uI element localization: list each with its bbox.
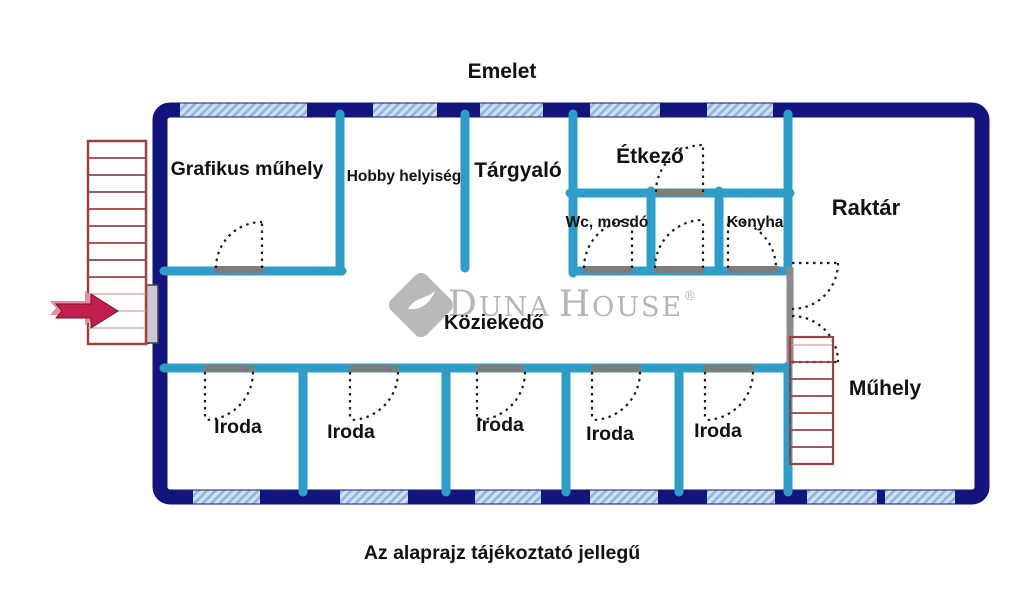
room-label-iroda-2: Iroda xyxy=(327,421,375,443)
room-label-iroda-5: Iroda xyxy=(694,420,742,442)
window xyxy=(480,104,543,117)
door-opening xyxy=(214,266,264,273)
door-iroda-3 xyxy=(476,365,525,420)
room-label-targyalo: Tárgyaló xyxy=(474,159,562,182)
window xyxy=(590,104,660,117)
window xyxy=(707,491,775,504)
door-swing-arc xyxy=(350,372,398,420)
registered-mark: ® xyxy=(683,289,698,304)
room-label-grafikus-muhely: Grafikus műhely xyxy=(171,158,324,180)
door-opening xyxy=(704,365,754,372)
room-label-iroda-4: Iroda xyxy=(586,423,634,445)
door-iroda-2 xyxy=(349,365,398,420)
door-swing-arc xyxy=(477,372,525,420)
window xyxy=(475,491,541,504)
door-opening xyxy=(583,266,633,273)
room-label-muhely: Műhely xyxy=(849,377,922,400)
page-title: Emelet xyxy=(468,60,537,83)
door-iroda-5 xyxy=(704,365,754,420)
door-swing-arc xyxy=(216,222,262,268)
staircase-outline xyxy=(790,337,833,464)
room-label-wc-mosdo: Wc, mosdó xyxy=(566,214,649,231)
door-opening xyxy=(656,189,704,196)
door-swing-arc xyxy=(592,372,640,420)
watermark-part: OUSE xyxy=(592,292,683,323)
window xyxy=(193,491,260,504)
door-opening xyxy=(204,365,254,372)
room-label-hobby-helyiseg: Hobby helyiség xyxy=(347,168,462,185)
window xyxy=(807,491,877,504)
room-label-konyha: Konyha xyxy=(727,214,784,231)
room-label-iroda-3: Iroda xyxy=(476,414,524,436)
door-opening xyxy=(654,266,704,273)
internal-staircase xyxy=(790,337,833,464)
room-label-raktar: Raktár xyxy=(832,195,901,220)
watermark-part: H xyxy=(559,284,592,325)
door-opening xyxy=(349,365,398,372)
disclaimer-text: Az alaprajz tájékoztató jellegű xyxy=(364,542,640,564)
door-opening xyxy=(476,365,524,372)
window xyxy=(590,491,658,504)
door-opening xyxy=(591,365,641,372)
door-swing-arc xyxy=(205,372,253,420)
door-iroda-1 xyxy=(204,365,254,420)
room-label-etkezo: Étkező xyxy=(616,145,684,168)
door-opening xyxy=(727,266,778,273)
door-swing-arc xyxy=(705,372,753,420)
window xyxy=(707,104,773,117)
door-grafikus-muhely xyxy=(214,222,264,273)
door-swing-arc xyxy=(655,220,703,268)
door-iroda-4 xyxy=(591,365,641,420)
window xyxy=(373,104,437,117)
room-label-kozlekedo: Köziekedő xyxy=(444,312,544,334)
window xyxy=(340,491,408,504)
door-leaf xyxy=(146,285,158,343)
room-label-iroda-1: Iroda xyxy=(214,416,262,438)
window xyxy=(885,491,955,504)
door-middle-room xyxy=(654,220,704,273)
window xyxy=(180,104,307,117)
